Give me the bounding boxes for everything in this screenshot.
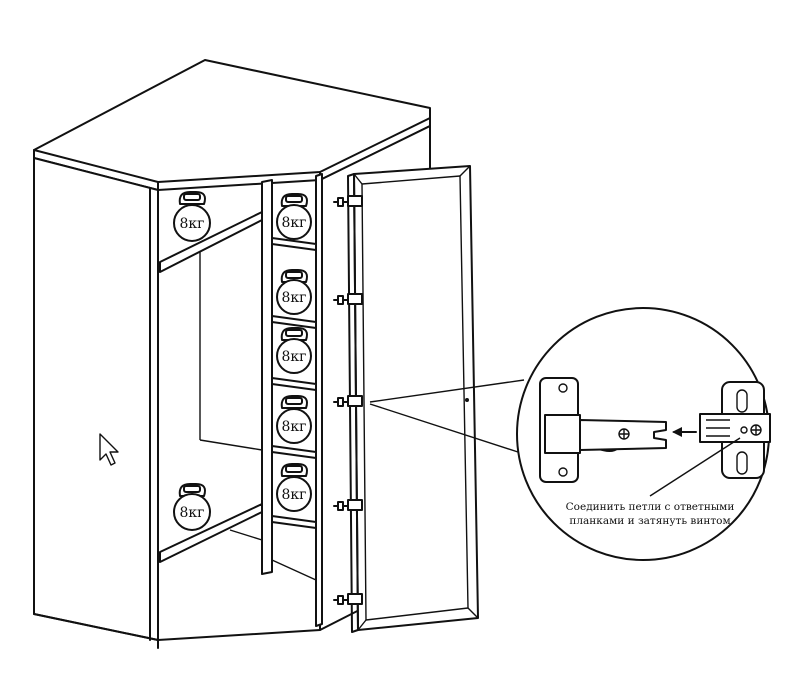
weight-shelf-2: 8кг [276, 269, 312, 315]
weight-label: 8кг [282, 215, 307, 231]
weight-label: 8кг [180, 505, 205, 521]
door-hole [465, 398, 469, 402]
mounting-plate-detail [699, 381, 771, 479]
hinge-5 [333, 593, 363, 605]
partition-panel [261, 179, 273, 575]
hinge-2 [333, 293, 363, 305]
weight-label: 8кг [180, 216, 205, 232]
cursor-arrow-icon [99, 433, 119, 466]
weight-label: 8кг [282, 349, 307, 365]
weight-shelf-4: 8кг [276, 395, 312, 444]
weight-label: 8кг [282, 419, 307, 435]
hinge-3 [333, 395, 363, 407]
weight-shelf-1: 8кг [276, 193, 312, 240]
cabinet-left-side [33, 157, 159, 641]
door-hinges [333, 195, 363, 605]
insert-arrow [672, 427, 697, 437]
callout-text-line1: Соединить петли с ответными [566, 501, 735, 513]
cabinet-door [347, 165, 479, 633]
hinge-4 [333, 499, 363, 511]
hinge-cup-detail [539, 377, 667, 483]
weight-bottom-left: 8кг [173, 483, 211, 531]
callout-leader [369, 379, 525, 453]
weight-shelf-5: 8кг [276, 463, 312, 512]
callout-text-line2: планками и затянуть винтом [569, 515, 730, 527]
hinge-detail-callout: Соединить петли с ответными планками и з… [516, 307, 771, 561]
narrow-shelves [271, 237, 317, 581]
hinge-1 [333, 195, 363, 207]
weight-label: 8кг [282, 290, 307, 306]
weight-shelf-3: 8кг [276, 327, 312, 374]
weight-label: 8кг [282, 487, 307, 503]
weight-top-left: 8кг [173, 191, 211, 242]
